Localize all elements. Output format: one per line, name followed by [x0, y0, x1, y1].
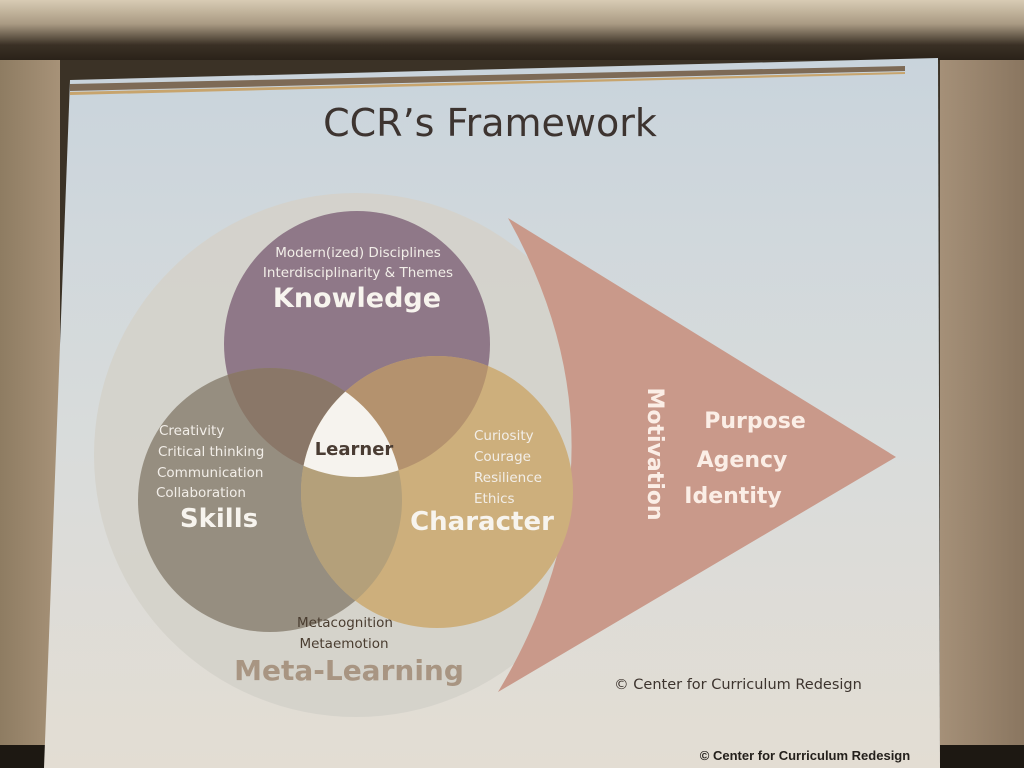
knowledge-label: Knowledge	[273, 283, 441, 314]
skills-item: Collaboration	[156, 485, 246, 501]
slide-title: CCR’s Framework	[323, 101, 657, 145]
knowledge-item: Modern(ized) Disciplines	[275, 245, 441, 261]
meta-learning-item: Metacognition	[297, 615, 393, 631]
learner-label: Learner	[315, 439, 394, 460]
skills-item: Communication	[157, 465, 263, 481]
copyright-text: © Center for Curriculum Redesign	[614, 677, 862, 693]
learner-center-region	[301, 368, 402, 477]
motivation-item: Identity	[684, 484, 781, 509]
character-item: Curiosity	[474, 428, 534, 444]
motivation-label: Motivation	[642, 387, 667, 520]
motivation-triangle	[498, 218, 896, 692]
character-label: Character	[410, 507, 554, 537]
slide-header-stripe-accent	[70, 72, 905, 95]
footer-copyright: © Center for Curriculum Redesign	[700, 748, 910, 763]
character-item: Ethics	[474, 491, 515, 507]
room-wall-right	[940, 60, 1024, 768]
motivation-item: Purpose	[704, 409, 806, 434]
skills-item: Critical thinking	[158, 444, 264, 460]
character-item: Courage	[474, 449, 531, 465]
slide-header-stripe	[70, 66, 905, 91]
skills-label: Skills	[180, 504, 258, 534]
character-item: Resilience	[474, 470, 542, 486]
meta-learning-label: Meta-Learning	[234, 654, 464, 687]
motivation-item: Agency	[697, 448, 788, 473]
knowledge-item: Interdisciplinarity & Themes	[263, 265, 453, 281]
meta-learning-item: Metaemotion	[299, 636, 388, 652]
room-wall-top	[0, 0, 1024, 60]
skills-item: Creativity	[159, 423, 224, 439]
